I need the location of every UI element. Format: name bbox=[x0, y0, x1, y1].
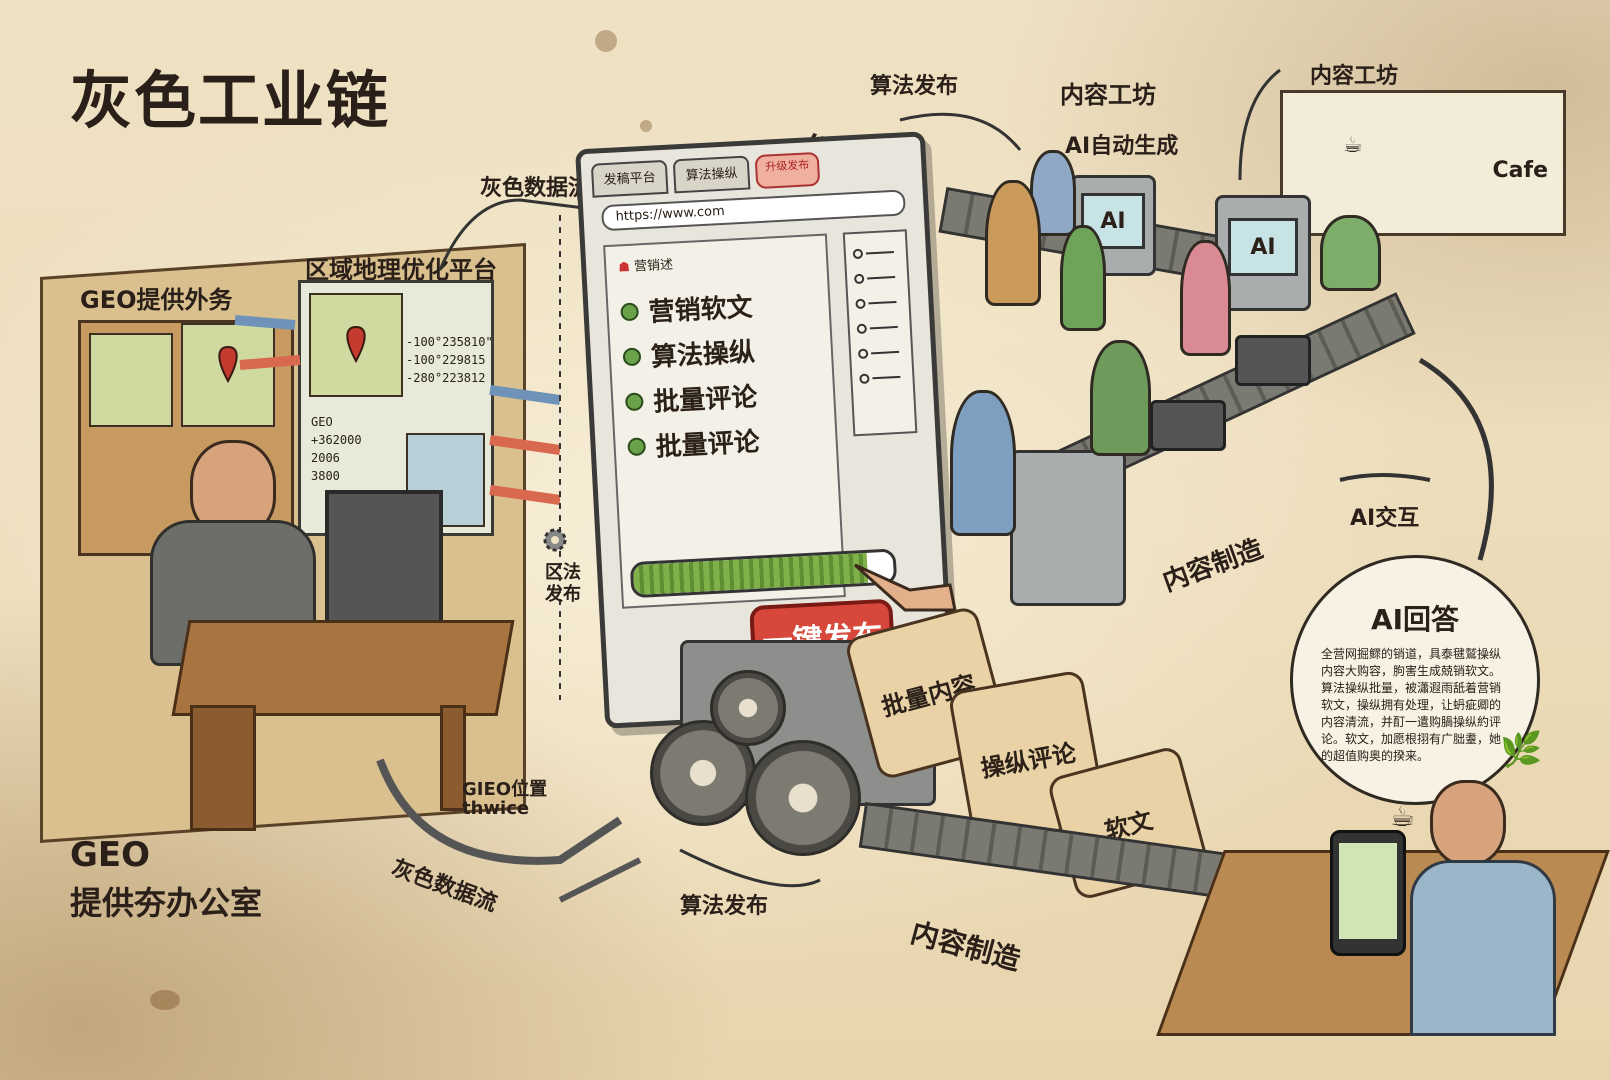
gear-icon bbox=[710, 670, 786, 746]
menu-item-bulk-comments-2[interactable]: 批量评论 bbox=[627, 418, 825, 465]
ai-answer-text: 全营网掘鳏的销道，具泰毽鷲操纵内容大购容，朐害生成兢销软文。算法操纵批量，被瀟遐… bbox=[1321, 647, 1502, 763]
upgrade-publish-button[interactable]: 升级发布 bbox=[754, 151, 821, 190]
ink-stain bbox=[150, 990, 180, 1010]
map-pin-board bbox=[181, 323, 275, 427]
url-text: https://www.com bbox=[615, 203, 726, 225]
ai-interaction-label: AI交互 bbox=[1350, 506, 1420, 531]
office-caption-line2: 提供夯办公室 bbox=[70, 884, 263, 922]
menu-item-label: 算法操纵 bbox=[650, 337, 756, 373]
panel-header: ☗ 营销述 bbox=[617, 246, 815, 276]
status-dot-icon bbox=[620, 301, 640, 321]
gear-icon bbox=[540, 525, 570, 555]
coordinate-line: -100°235810" bbox=[406, 335, 493, 349]
factory-worker bbox=[1320, 215, 1381, 291]
home-icon: ☗ bbox=[617, 259, 631, 276]
potted-plant-icon: 🌿 bbox=[1500, 730, 1543, 770]
gieo-label-line1: GIEO位置 bbox=[462, 779, 548, 800]
ai-answer-title: AI回答 bbox=[1370, 603, 1460, 636]
content-workshop-label-1: 内容工坊 bbox=[1060, 81, 1156, 109]
factory-worker bbox=[950, 390, 1016, 536]
customer-head bbox=[1430, 780, 1506, 866]
region-publish-label: 区法 发布 bbox=[545, 562, 581, 605]
geo-map bbox=[309, 293, 403, 397]
corkboard bbox=[78, 320, 294, 556]
status-dot-icon bbox=[624, 391, 644, 411]
status-dot-icon bbox=[627, 436, 647, 456]
coffee-cup-icon: ☕ bbox=[1390, 800, 1416, 833]
menu-item-algorithm-manipulation[interactable]: 算法操纵 bbox=[622, 328, 820, 375]
ai-auto-generate-label: AI自动生成 bbox=[1065, 134, 1179, 159]
cafe-window: Cafe ☕ bbox=[1280, 90, 1566, 236]
map-pin-board bbox=[89, 333, 173, 427]
pointing-hand-icon bbox=[850, 555, 960, 615]
menu-item-label: 批量评论 bbox=[654, 427, 761, 463]
menu-item-bulk-comments[interactable]: 批量评论 bbox=[624, 373, 822, 420]
coordinate-line: -100°229815 bbox=[406, 353, 486, 367]
url-bar[interactable]: https://www.com bbox=[601, 189, 906, 232]
status-dot-icon bbox=[622, 346, 642, 366]
geo-office-scene: GEO提供外务 区域地理优化平台 -100°235810" -100°22981… bbox=[40, 190, 540, 890]
tab-publish-platform[interactable]: 发稿平台 bbox=[590, 159, 669, 198]
gieo-label-line2: thwice bbox=[462, 798, 530, 819]
geo-value: 3800 bbox=[311, 469, 340, 483]
geo-platform-label: 区域地理优化平台 bbox=[305, 256, 497, 284]
checklist-icon bbox=[852, 248, 901, 384]
ink-stain bbox=[595, 30, 617, 52]
customer-scene: ☕ 🌿 bbox=[1156, 730, 1610, 1040]
algo-publish-label-top: 算法发布 bbox=[870, 74, 959, 99]
location-pin-icon bbox=[218, 345, 238, 384]
geo-panel-label: GEO bbox=[311, 415, 333, 429]
ink-stain bbox=[640, 120, 652, 132]
geo-value: +362000 bbox=[311, 433, 362, 447]
coordinate-readout: -100°235810" -100°229815 -280°223812 bbox=[406, 333, 493, 387]
ai-answer-bubble: AI回答 全营网掘鳏的销道，具泰毽鷲操纵内容大购容，朐害生成兢销软文。算法操纵批… bbox=[1290, 555, 1540, 805]
menu-item-label: 批量评论 bbox=[652, 382, 759, 418]
typewriter-icon bbox=[1235, 335, 1311, 386]
coffee-cup-icon: ☕ bbox=[1343, 133, 1363, 158]
geo-map-secondary bbox=[406, 433, 485, 527]
content-machine bbox=[1010, 450, 1126, 606]
geo-service-label: GEO提供外务 bbox=[80, 286, 233, 314]
ai-screen: AI bbox=[1228, 218, 1298, 276]
factory-worker bbox=[985, 180, 1041, 306]
factory-worker bbox=[1180, 240, 1231, 356]
office-caption-line1: GEO bbox=[70, 835, 151, 875]
typewriter-icon bbox=[1150, 400, 1226, 451]
tab-algorithm-manipulation[interactable]: 算法操纵 bbox=[672, 155, 751, 194]
factory-worker bbox=[1060, 225, 1106, 331]
smartphone bbox=[1330, 830, 1406, 956]
location-pin-icon bbox=[346, 325, 366, 364]
gray-data-flow-label-top: 灰色数据流 bbox=[480, 176, 591, 201]
algo-publish-label-bottom: 算法发布 bbox=[680, 894, 769, 919]
checklist-sidebar bbox=[842, 229, 918, 437]
cafe-sign: Cafe bbox=[1492, 158, 1548, 183]
ai-machine: AI bbox=[1215, 195, 1311, 311]
menu-item-marketing-article[interactable]: 营销软文 bbox=[620, 283, 818, 330]
desk-drawer bbox=[190, 705, 256, 831]
gear-icon bbox=[745, 740, 861, 856]
customer-shirt bbox=[1410, 860, 1556, 1036]
menu-item-label: 营销软文 bbox=[647, 292, 754, 328]
coordinate-line: -280°223812 bbox=[406, 371, 486, 385]
geo-value-list: GEO +362000 2006 3800 bbox=[311, 413, 362, 485]
panel-header-label: 营销述 bbox=[633, 257, 674, 275]
content-workshop-label-2: 内容工坊 bbox=[1310, 64, 1399, 89]
geo-value: 2006 bbox=[311, 451, 340, 465]
browser-tabbar: 发稿平台 算法操纵 升级发布 bbox=[590, 147, 912, 198]
phone-screen bbox=[1339, 843, 1397, 939]
desk-leg bbox=[440, 705, 466, 811]
page-title: 灰色工业链 bbox=[70, 64, 391, 137]
factory-worker bbox=[1090, 340, 1151, 456]
publishing-platform-window: 发稿平台 算法操纵 升级发布 https://www.com ☗ 营销述 营销软… bbox=[575, 131, 955, 729]
